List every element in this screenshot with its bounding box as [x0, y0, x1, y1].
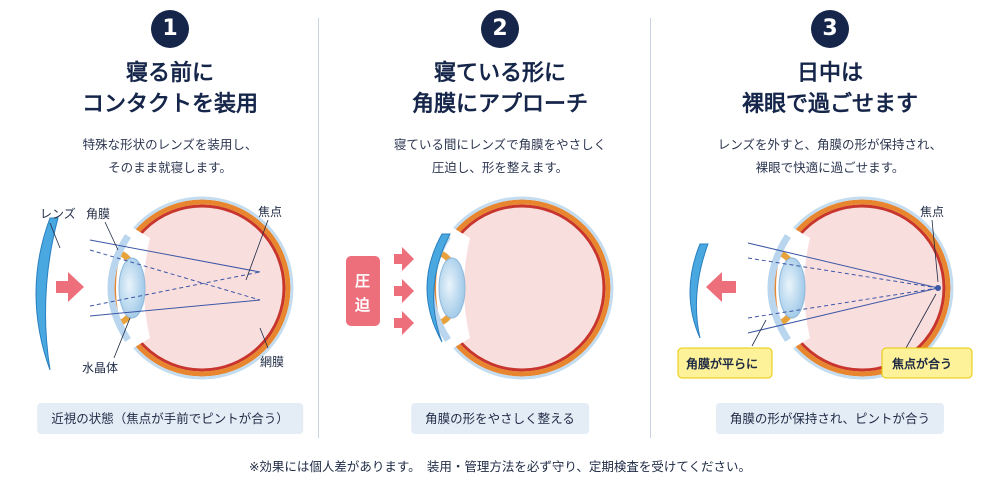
- step-2-number-badge: 2: [481, 10, 519, 48]
- label-cornea-flat: 角膜が平らに: [686, 356, 758, 371]
- callout-cornea-flat: [677, 347, 773, 379]
- step-3-number-badge: 3: [811, 10, 849, 48]
- step-1-description: 特殊な形状のレンズを装用し、 そのまま就寝します。: [82, 137, 258, 175]
- pressure-arrow-icon: [394, 311, 414, 335]
- step-1-title: 寝る前に コンタクトを装用: [81, 61, 258, 117]
- step-3-eye-illustration: 焦点 角膜が平らに 焦点が合う: [677, 188, 973, 400]
- pressure-arrow-icon: [394, 247, 414, 271]
- step-2-eye-illustration: 圧 迫: [346, 188, 660, 400]
- remove-arrow-icon: [706, 272, 736, 302]
- step-1-panel: 1 寝る前に コンタクトを装用 特殊な形状のレンズを装用し、 そのまま就寝します…: [10, 0, 330, 450]
- step-3-description: レンズを外すと、角膜の形が保持され、 裸眼で快適に過ごせます。: [717, 137, 943, 175]
- label-pressure-1: 圧: [355, 272, 370, 290]
- contact-lens: [426, 233, 451, 343]
- label-retina: 網膜: [260, 355, 284, 369]
- contact-lens: [35, 217, 59, 371]
- label-crystalline-lens: 水晶体: [82, 361, 118, 375]
- label-focus-match: 焦点が合う: [891, 356, 952, 371]
- label-lens: レンズ: [40, 206, 76, 221]
- label-focus: 焦点: [258, 205, 282, 219]
- label-pressure-2: 迫: [355, 296, 371, 314]
- divider-2: [650, 18, 651, 438]
- divider-1: [318, 18, 319, 438]
- step-1-number-badge: 1: [151, 10, 189, 48]
- pressure-arrow-icon: [394, 279, 414, 303]
- footnote: ※効果には個人差があります。 装用・管理方法を必ず守り、定期検査を受けてください…: [248, 459, 752, 474]
- step-2-title: 寝ている形に 角膜にアプローチ: [411, 61, 588, 117]
- step-1-eye-illustration: レンズ 角膜 焦点 水晶体 網膜: [35, 188, 330, 400]
- contact-lens: [689, 243, 709, 339]
- step-2-description: 寝ている間にレンズで角膜をやさしく 圧迫し、形を整えます。: [393, 137, 607, 175]
- step-3-panel: 3 日中は 裸眼で過ごせます レンズを外すと、角膜の形が保持され、 裸眼で快適に…: [670, 0, 990, 450]
- step-3-caption: 角膜の形が保持され、ピントが合う: [715, 403, 945, 434]
- pressure-label-box: [346, 256, 380, 326]
- step-2-panel: 2 寝ている形に 角膜にアプローチ 寝ている間にレンズで角膜をやさしく 圧迫し、…: [340, 0, 660, 450]
- label-cornea: 角膜: [86, 207, 110, 221]
- callout-focus-match: [881, 347, 973, 379]
- step-3-title: 日中は 裸眼で過ごせます: [741, 61, 918, 117]
- step-1-caption: 近視の状態（焦点が手前でピントが合う）: [37, 403, 303, 434]
- step-2-caption: 角膜の形をやさしく整える: [411, 403, 589, 434]
- insert-arrow-icon: [56, 272, 84, 302]
- label-focus: 焦点: [920, 205, 944, 219]
